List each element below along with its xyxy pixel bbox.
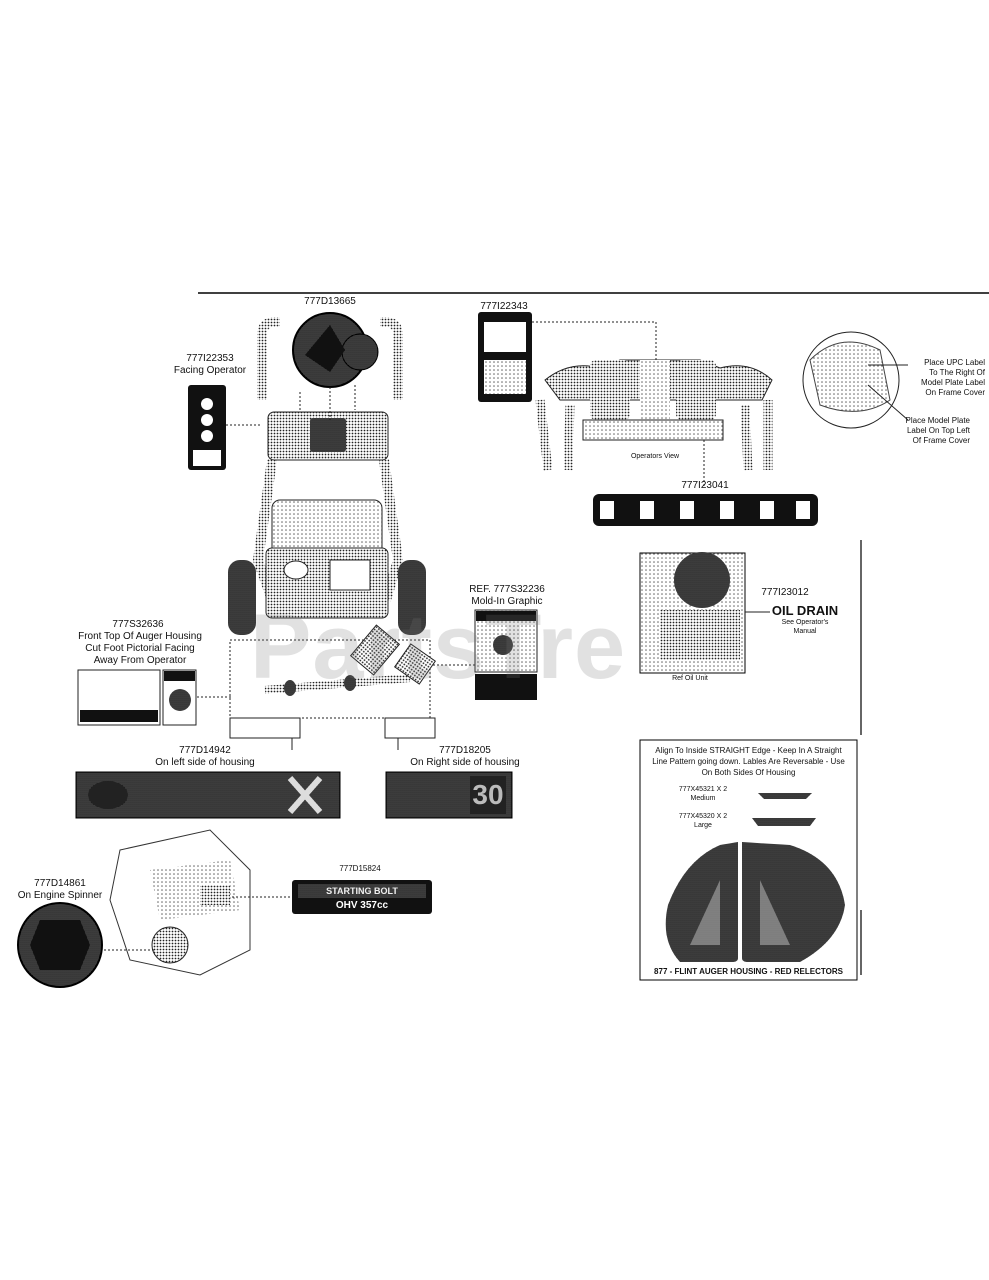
decal-777D18205	[385, 738, 513, 819]
engine-illustration	[100, 829, 290, 976]
oil-drain-title: OIL DRAIN	[771, 603, 839, 618]
part-number-777D14861: 777D14861	[34, 878, 86, 889]
part-number-777I23012: 777I23012	[761, 587, 809, 598]
part-number-777D14942: 777D14942	[179, 745, 231, 756]
reflector-medium-label: Medium	[690, 795, 716, 802]
mold-in-graphic	[432, 609, 538, 700]
reflector-large-label: Large	[694, 822, 712, 829]
decal-777I22353	[188, 385, 262, 470]
oil-drain-ref: Ref Oil Unit	[672, 675, 708, 682]
reflector-large-number: 777X45320 X 2	[678, 813, 728, 820]
frame-cover-detail	[802, 331, 909, 429]
part-number-777D18205: 777D18205	[439, 745, 491, 756]
part-number-777I22353: 777I22353	[186, 353, 234, 364]
part-number-777I22343: 777I22343	[480, 301, 528, 312]
part-desc-777I22353: Facing Operator	[173, 365, 247, 376]
badge-30: 30	[472, 779, 504, 810]
part-number-777D13665: 777D13665	[304, 296, 356, 307]
decal-777D15824-line1: STARTING BOLT	[326, 886, 398, 896]
part-desc-777D18205: On Right side of housing	[410, 757, 520, 768]
watermark: PartsTre	[250, 596, 627, 698]
decal-777I23041	[593, 494, 818, 526]
oil-drain-subtitle: See Operator's Manual	[781, 619, 829, 635]
decal-777D15824-line2: OHV 357cc	[335, 900, 389, 911]
upc-label-note: Place UPC Label To The Right Of Model Pl…	[920, 358, 985, 397]
part-desc-777D14861: On Engine Spinner	[17, 890, 103, 901]
part-desc-777D14942: On left side of housing	[155, 757, 255, 768]
decal-777I22343	[478, 312, 657, 402]
decal-777S32636	[77, 669, 232, 726]
decal-777D15824	[292, 880, 432, 914]
oil-drain-photo	[639, 552, 770, 674]
part-number-777S32236: REF. 777S32236	[469, 584, 545, 595]
operators-view-caption: Operators View	[630, 453, 680, 460]
reflectors-panel	[639, 739, 858, 981]
model-plate-note: Place Model Plate Label On Top Left Of F…	[905, 416, 970, 445]
operators-view-illustration	[535, 359, 773, 488]
snowblower-illustration	[228, 317, 437, 739]
knob-graphic	[292, 312, 379, 420]
reflectors-footer: 877 - FLINT AUGER HOUSING - RED RELECTOR…	[654, 967, 843, 976]
decal-777D14942	[75, 738, 341, 819]
reflectors-instructions: Align To Inside STRAIGHT Edge - Keep In …	[652, 746, 845, 777]
reflector-medium-number: 777X45321 X 2	[678, 786, 728, 793]
part-desc-777S32236: Mold-In Graphic	[471, 596, 543, 607]
part-desc-777S32636: Front Top Of Auger Housing Cut Foot Pict…	[78, 631, 202, 666]
part-number-777S32636: 777S32636	[112, 619, 164, 630]
part-number-777D15824: 777D15824	[339, 864, 381, 873]
part-number-777I23041: 777I23041	[681, 480, 729, 491]
engine-spinner-decal	[17, 902, 103, 988]
